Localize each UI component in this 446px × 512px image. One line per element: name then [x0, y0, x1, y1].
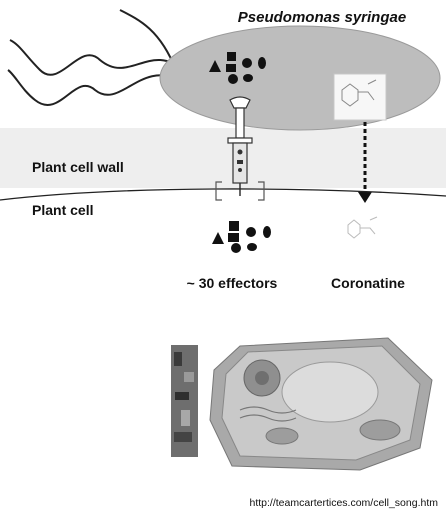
square-effector-icon: [227, 52, 236, 61]
flagellum-1: [10, 40, 186, 75]
plant-cell-label: Plant cell: [32, 202, 93, 218]
flagellum-2: [8, 70, 180, 105]
vacuole-shape: [282, 362, 378, 422]
source-url: http://teamcartertices.com/cell_song.htm: [250, 497, 439, 509]
round-effector-icon: [231, 243, 241, 253]
coronatine-label: Coronatine: [331, 275, 405, 291]
oval-effector-icon: [258, 57, 266, 69]
triangle-effector-icon: [212, 232, 224, 244]
ellipse-effector-icon: [243, 74, 253, 82]
oval-effector-icon: [263, 226, 271, 238]
bacterium-body: [160, 26, 440, 130]
bacterium-title: Pseudomonas syringae: [238, 9, 406, 26]
plant-cell-illustration: [210, 338, 432, 470]
cell-wall-band: [0, 128, 446, 188]
cell-wall-label: Plant cell wall: [32, 159, 124, 175]
nucleolus-shape: [255, 371, 269, 385]
arrowhead-icon: [358, 192, 372, 203]
rect-effector-icon: [226, 64, 236, 72]
coronatine-structure-faint: [348, 217, 377, 238]
circle-effector-icon: [242, 58, 252, 68]
micrograph-image: [171, 345, 198, 457]
plant-cell-membrane: [0, 189, 446, 200]
circle-effector-icon: [246, 227, 256, 237]
square-effector-icon: [229, 221, 239, 231]
ellipse-effector-icon: [247, 243, 257, 251]
chloroplast-shape: [360, 420, 400, 440]
rect-effector-icon: [228, 233, 239, 242]
round-effector-icon: [228, 74, 238, 84]
mitochondrion-shape: [266, 428, 298, 444]
released-effectors: [212, 221, 271, 253]
coronatine-structure-box: [334, 74, 386, 120]
effectors-label: ~ 30 effectors: [187, 275, 278, 291]
